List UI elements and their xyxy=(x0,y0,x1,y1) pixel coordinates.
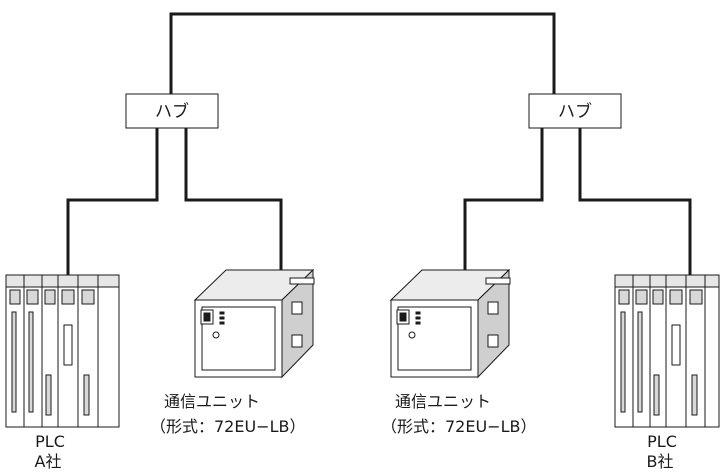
plc-b-rack-icon xyxy=(614,274,720,428)
comm-unit-2-icon xyxy=(389,268,511,379)
backbone-cable xyxy=(169,12,556,94)
plc-a-label-line2: A社 xyxy=(35,452,62,471)
hub-a-label: ハブ xyxy=(155,101,189,122)
cable-hub-a-to-plc-a xyxy=(66,128,159,278)
plc-a-rack-icon xyxy=(5,274,120,428)
cable-hub-b-to-plc-b xyxy=(578,128,692,278)
cable-hub-b-to-unit-2 xyxy=(463,128,544,276)
plc-b-label-line1: PLC xyxy=(647,432,677,451)
cables xyxy=(66,12,692,278)
hub-b: ハブ xyxy=(528,93,622,129)
cable-hub-a-to-unit-1 xyxy=(184,128,283,276)
comm-unit-2-label-line2: （形式：72EU−LB） xyxy=(381,417,536,436)
plc-b-label-line2: B社 xyxy=(647,452,674,471)
plc-a-label-line1: PLC xyxy=(35,432,65,451)
comm-unit-1-label-line2: （形式：72EU−LB） xyxy=(150,417,305,436)
hub-b-label: ハブ xyxy=(558,101,592,122)
comm-unit-2-label-line1: 通信ユニット xyxy=(395,392,491,411)
hub-a: ハブ xyxy=(125,93,219,129)
comm-unit-1-icon xyxy=(193,268,315,379)
comm-unit-1-label-line1: 通信ユニット xyxy=(164,392,260,411)
